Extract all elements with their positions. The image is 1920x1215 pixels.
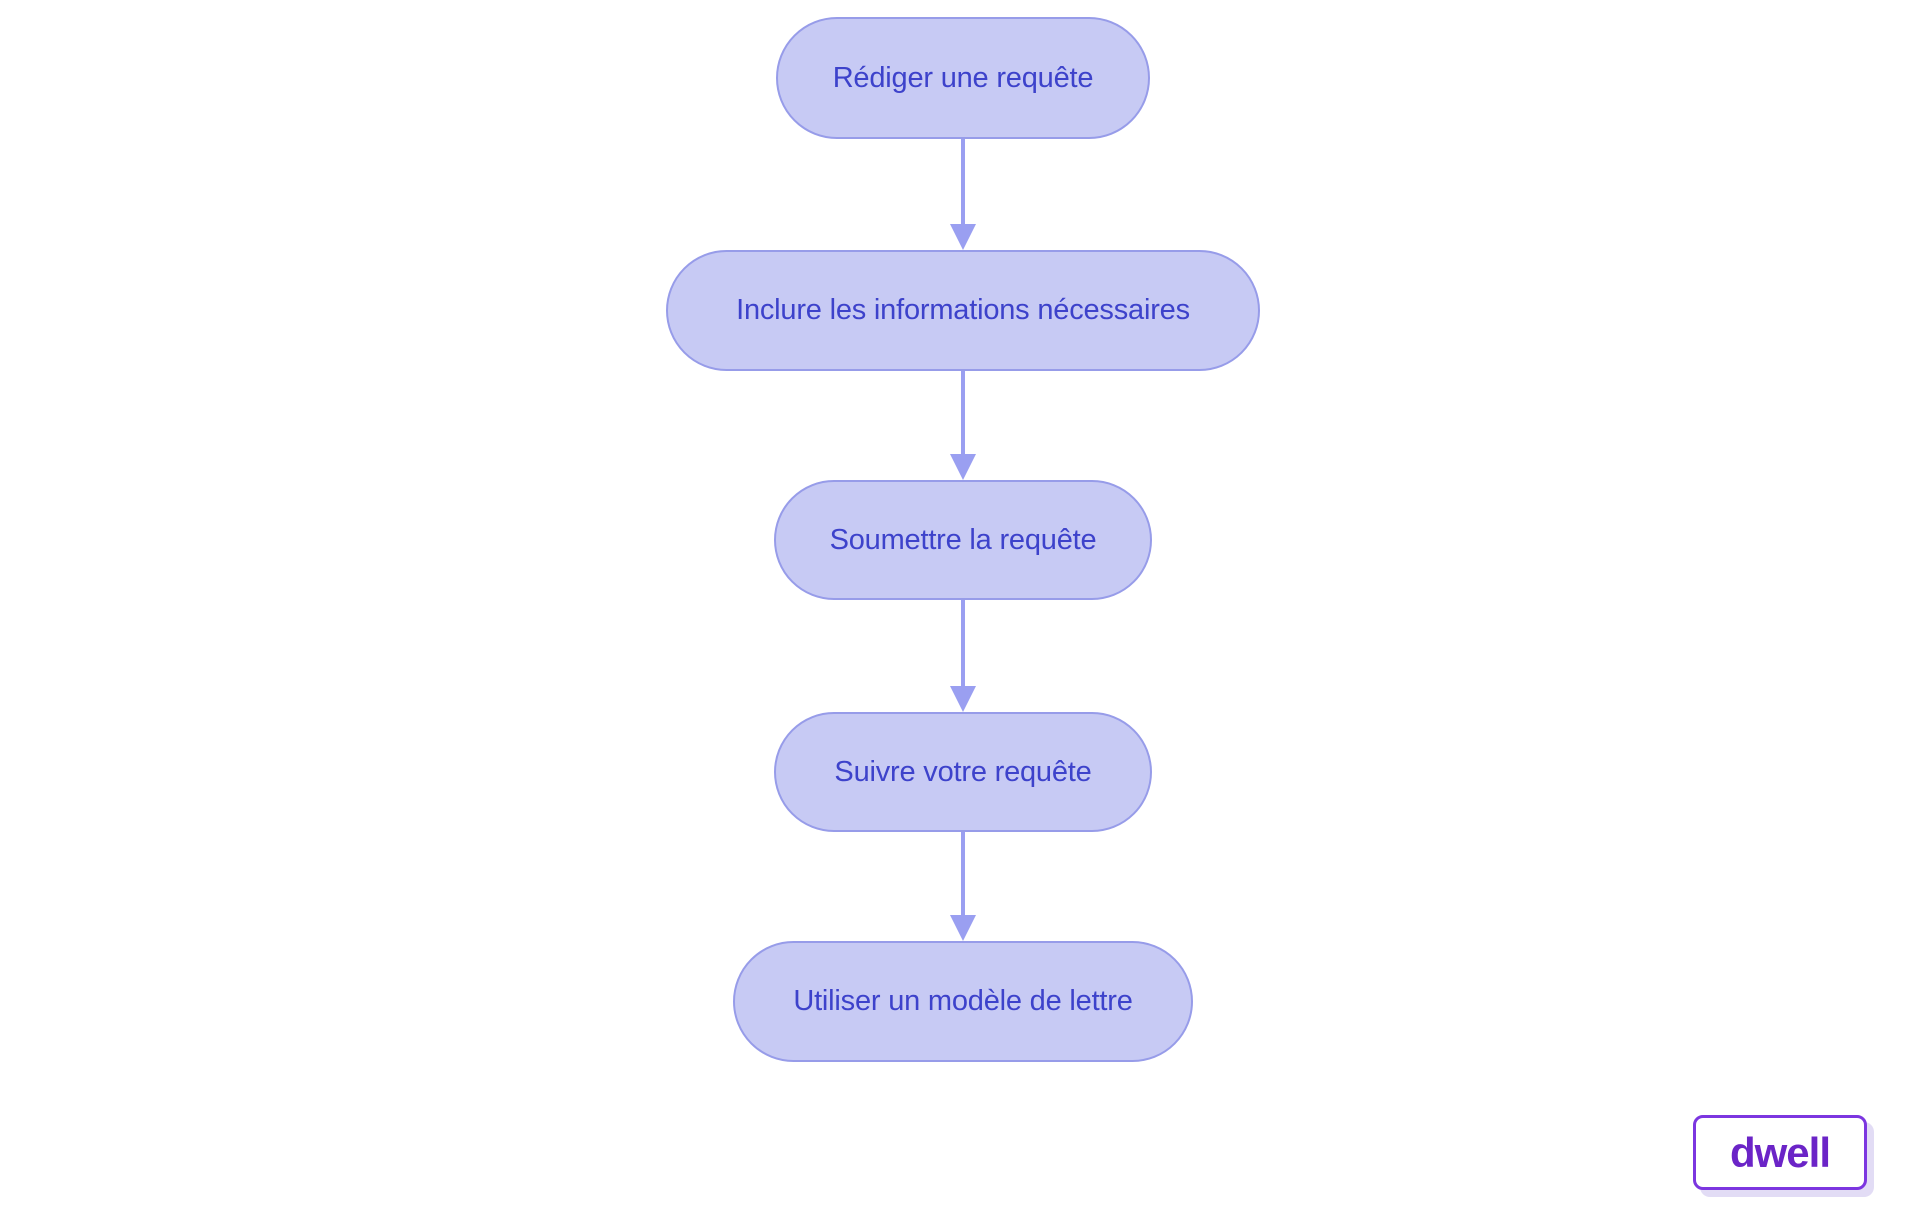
flow-node-label: Rédiger une requête — [832, 61, 1094, 94]
arrowhead-down-icon — [950, 915, 976, 941]
edge-line — [961, 600, 965, 690]
flow-node-label: Soumettre la requête — [829, 523, 1097, 556]
flow-node-inclure-les-informations: Inclure les informations nécessaires — [666, 250, 1260, 371]
arrowhead-down-icon — [950, 224, 976, 250]
dwell-logo-text: dwell — [1729, 1128, 1831, 1176]
edge-line — [961, 139, 965, 228]
flow-node-utiliser-un-modele: Utiliser un modèle de lettre — [733, 941, 1193, 1062]
edge-arrow-2 — [949, 371, 977, 480]
flow-node-label: Inclure les informations nécessaires — [736, 294, 1190, 326]
edge-arrow-1 — [949, 139, 977, 250]
flow-node-suivre-votre-requete: Suivre votre requête — [774, 712, 1152, 832]
arrowhead-down-icon — [950, 454, 976, 480]
dwell-logo-badge: dwell — [1693, 1115, 1867, 1190]
flow-node-soumettre-la-requete: Soumettre la requête — [774, 480, 1152, 600]
edge-arrow-3 — [949, 600, 977, 712]
flow-node-label: Suivre votre requête — [834, 755, 1092, 788]
edge-line — [961, 832, 965, 919]
flow-node-rediger-une-requete: Rédiger une requête — [776, 17, 1150, 139]
arrowhead-down-icon — [950, 686, 976, 712]
edge-arrow-4 — [949, 832, 977, 941]
edge-line — [961, 371, 965, 458]
flow-node-label: Utiliser un modèle de lettre — [793, 985, 1133, 1017]
